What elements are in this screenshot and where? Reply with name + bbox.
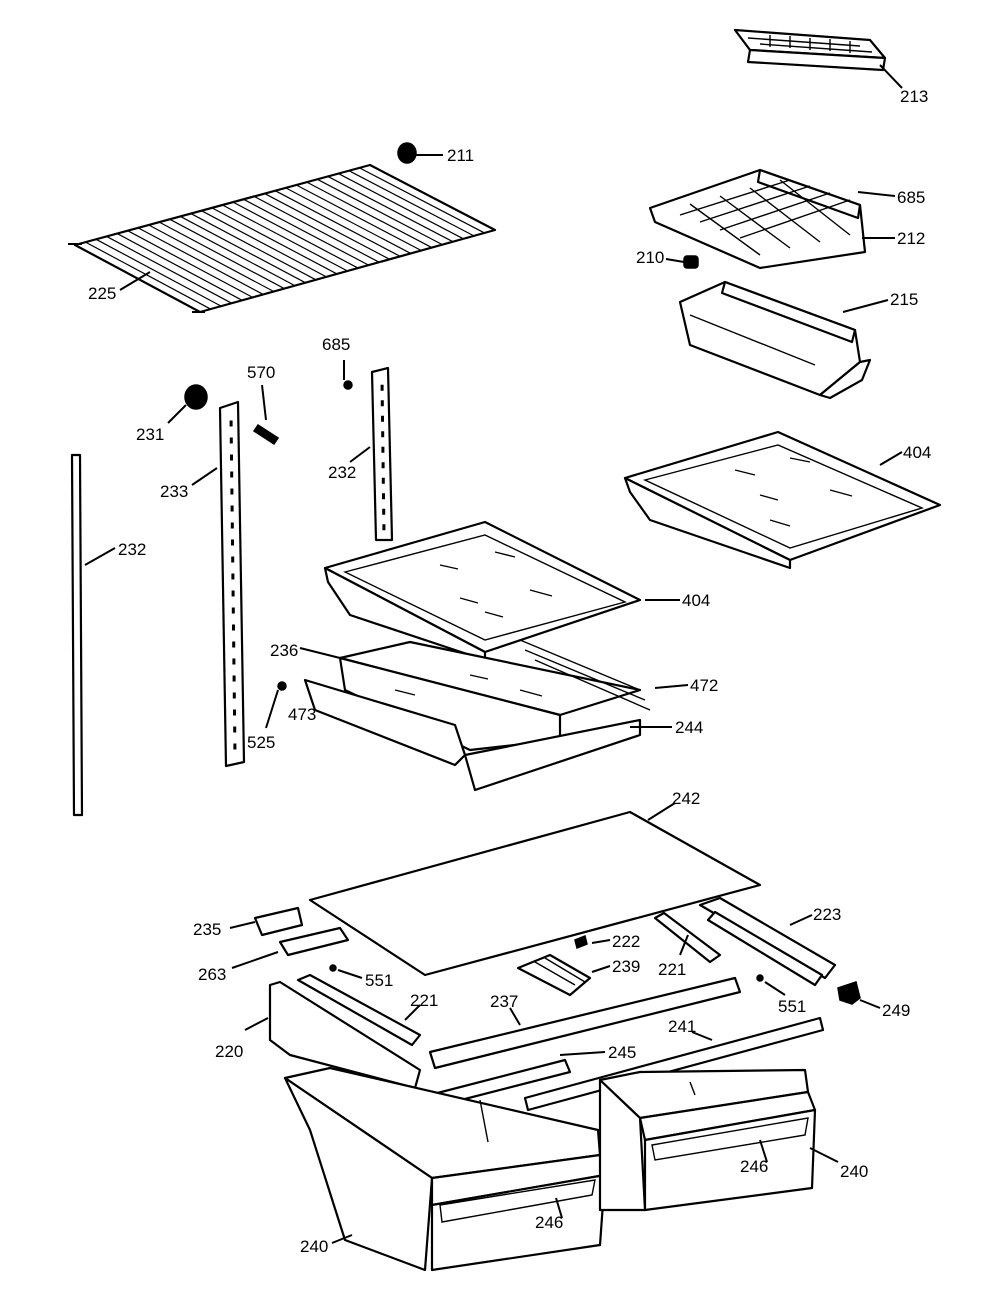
label-232-center: 232 bbox=[328, 463, 356, 482]
label-525: 525 bbox=[247, 733, 275, 752]
label-245: 245 bbox=[608, 1043, 636, 1062]
rail-232-left bbox=[70, 453, 84, 817]
screw-473 bbox=[265, 681, 287, 729]
knob-211 bbox=[397, 142, 443, 164]
basket-212 bbox=[648, 168, 867, 270]
label-220: 220 bbox=[215, 1042, 243, 1061]
screw-551-right bbox=[756, 974, 786, 996]
cap-231 bbox=[167, 384, 208, 424]
rail-223 bbox=[698, 896, 837, 987]
ice-tray-213 bbox=[733, 28, 887, 72]
label-237: 237 bbox=[490, 992, 518, 1011]
label-404-center: 404 bbox=[682, 591, 710, 610]
label-212: 212 bbox=[897, 229, 925, 248]
screw-551-left bbox=[329, 964, 363, 979]
label-232-left: 232 bbox=[118, 540, 146, 559]
label-239: 239 bbox=[612, 957, 640, 976]
label-223: 223 bbox=[813, 905, 841, 924]
label-249: 249 bbox=[882, 1001, 910, 1020]
label-221-left: 221 bbox=[410, 991, 438, 1010]
crisper-drawer-left bbox=[283, 1066, 607, 1272]
label-685-mid: 685 bbox=[322, 335, 350, 354]
label-404-right: 404 bbox=[903, 443, 931, 462]
label-221-right: 221 bbox=[658, 960, 686, 979]
label-246-right: 246 bbox=[740, 1157, 768, 1176]
label-570: 570 bbox=[247, 363, 275, 382]
label-236: 236 bbox=[270, 641, 298, 660]
label-473: 473 bbox=[288, 705, 316, 724]
label-211: 211 bbox=[447, 146, 474, 165]
crisper-drawer-right bbox=[598, 1068, 817, 1212]
label-244: 244 bbox=[675, 718, 703, 737]
bin-215 bbox=[678, 280, 872, 400]
glass-shelf-404-center bbox=[323, 520, 642, 662]
drawer-assembly bbox=[299, 639, 651, 792]
rail-233 bbox=[218, 400, 246, 768]
label-472: 472 bbox=[690, 676, 718, 695]
label-233: 233 bbox=[160, 482, 188, 501]
label-246-left: 246 bbox=[535, 1213, 563, 1232]
label-231: 231 bbox=[136, 425, 164, 444]
label-215: 215 bbox=[890, 290, 918, 309]
label-225: 225 bbox=[88, 284, 116, 303]
strip-237 bbox=[428, 976, 742, 1070]
label-551-left: 551 bbox=[365, 971, 393, 990]
label-210: 210 bbox=[636, 248, 664, 267]
label-263: 263 bbox=[198, 965, 226, 984]
label-551-right: 551 bbox=[778, 997, 806, 1016]
clip-210 bbox=[665, 255, 699, 269]
latch-249 bbox=[837, 981, 881, 1009]
rail-221-right bbox=[653, 911, 722, 964]
clip-235 bbox=[229, 906, 304, 937]
screw-685 bbox=[343, 360, 353, 390]
label-240-left: 240 bbox=[300, 1237, 328, 1256]
label-685-top: 685 bbox=[897, 188, 925, 207]
label-235: 235 bbox=[193, 920, 221, 939]
clip-263 bbox=[231, 926, 350, 969]
label-240-right: 240 bbox=[840, 1162, 868, 1181]
label-213: 213 bbox=[900, 87, 928, 106]
wire-shelf-225 bbox=[68, 163, 497, 314]
label-241: 241 bbox=[668, 1017, 696, 1036]
rail-232-center bbox=[370, 366, 394, 542]
label-242: 242 bbox=[672, 789, 700, 808]
spring-222 bbox=[574, 934, 611, 950]
glass-shelf-404-right bbox=[623, 430, 942, 570]
bracket-239 bbox=[516, 953, 611, 997]
glass-cover-242 bbox=[308, 810, 762, 977]
screw-570 bbox=[252, 384, 280, 446]
rail-221-left bbox=[296, 973, 422, 1047]
label-222: 222 bbox=[612, 932, 640, 951]
